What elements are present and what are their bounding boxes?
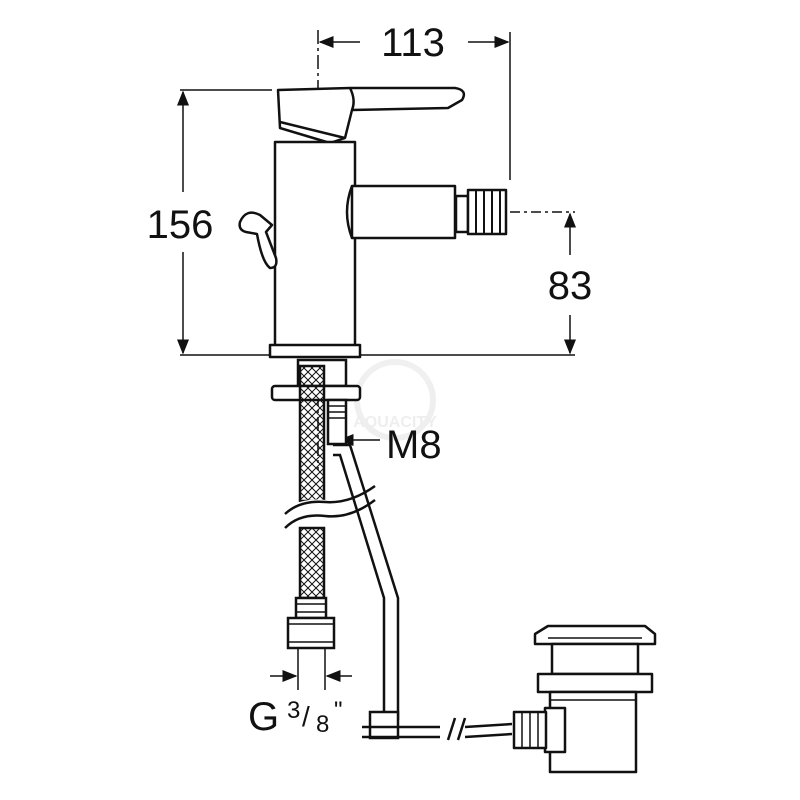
watermark-text: AQUACITY: [353, 414, 437, 431]
connection-slash: /: [302, 701, 310, 732]
dimension-height-label: 156: [147, 203, 214, 247]
mixer-base: [268, 343, 362, 359]
waste-flange: [536, 672, 654, 694]
connection-unit: ": [334, 697, 343, 724]
break-marks: [279, 484, 380, 529]
dimension-width-label: 113: [381, 21, 445, 65]
pop-up-knob: [238, 211, 278, 270]
waste-plug: [533, 624, 657, 646]
spout: [350, 184, 457, 240]
connection-denominator: 8: [316, 711, 329, 738]
connection-numerator: 3: [287, 697, 300, 724]
pop-up-rod: [333, 443, 513, 741]
dimension-lines: [177, 30, 576, 690]
connection-size-label: G 3 / 8 ": [248, 695, 343, 739]
hose-nut: [286, 616, 336, 650]
mixer-body-cylinder: [273, 140, 357, 349]
mixer-body: [238, 86, 508, 359]
lever-handle: [276, 86, 466, 145]
connection-prefix: G: [248, 695, 279, 739]
flexible-hose: [286, 364, 336, 650]
dimension-spout-height-label: 83: [548, 264, 593, 308]
thread-size-label: M8: [386, 423, 442, 467]
swivel-nozzle: [454, 194, 470, 234]
pop-up-waste: [512, 624, 657, 774]
